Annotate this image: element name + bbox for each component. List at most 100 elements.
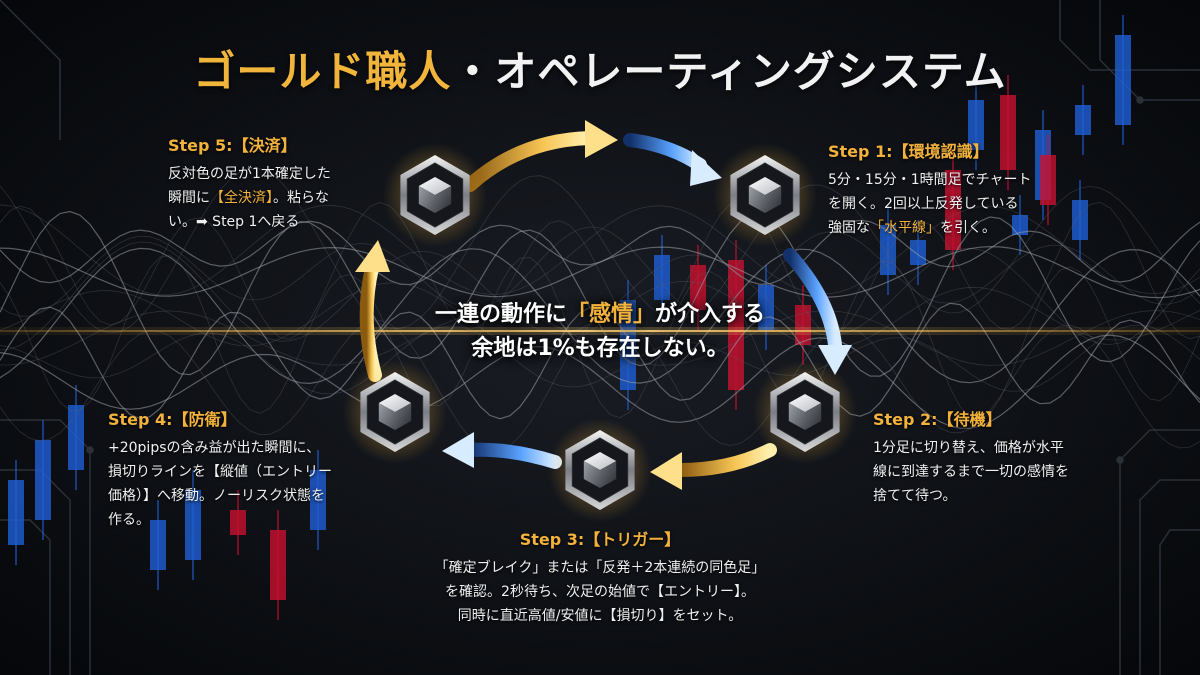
- step-4-heading: Step 4:【防衛】: [108, 410, 237, 429]
- cycle-nodes: [343, 143, 857, 522]
- title-separator: ・: [451, 47, 495, 96]
- step-3-line-1: 「確定ブレイク」または「反発＋2本連続の同色足」: [434, 560, 766, 576]
- arrow-head-icon: [442, 432, 474, 468]
- title-gold: ゴールド職人: [193, 47, 452, 96]
- candle-body: [968, 100, 984, 150]
- wave-line: [0, 311, 1200, 452]
- wave-line: [0, 167, 1200, 334]
- step-4: Step 4:【防衛】 +20pipsの含み益が出た瞬間に、 損切りラインを【縦…: [108, 406, 378, 532]
- page-title: ゴールド職人・オペレーティングシステム: [0, 38, 1200, 99]
- step-1-line-3-post: を引く。: [940, 220, 996, 236]
- step-5-highlight: 【全決済】: [210, 190, 273, 206]
- arrow-bottom-right: [673, 443, 777, 477]
- step-1-line-3-pre: 強固な: [828, 220, 870, 236]
- cube-node-icon: [753, 360, 857, 464]
- step-4-line-3: 価格）】へ移動。ノーリスク状態を: [108, 488, 325, 504]
- candle-body: [1040, 155, 1056, 205]
- candle-body: [8, 480, 24, 545]
- candle-body: [270, 530, 286, 600]
- arrow-head-icon: [355, 240, 390, 272]
- center-line-1: 一連の動作に「感情」が介入する: [390, 298, 810, 332]
- step-1: Step 1:【環境認識】 5分・15分・1時間足でチャート を開く。2回以上反…: [828, 138, 1088, 240]
- candle-body: [1012, 215, 1028, 235]
- cube-node-icon: [343, 360, 447, 464]
- candle-body: [1072, 200, 1088, 240]
- candle-body: [150, 520, 166, 570]
- candle-body: [230, 510, 246, 535]
- arrow-head-icon: [585, 120, 618, 158]
- cube-node-icon: [548, 418, 652, 522]
- step-3: Step 3:【トリガー】 「確定ブレイク」または「反発＋2本連続の同色足」 を…: [360, 526, 840, 628]
- step-4-line-4: 作る。: [108, 512, 150, 528]
- step-3-line-3: 同時に直近高値/安値に【損切り】をセット。: [457, 608, 743, 624]
- candle-body: [880, 225, 896, 275]
- cube-node-icon: [713, 143, 817, 247]
- wave-line: [0, 210, 1200, 377]
- center-line-1-post: が介入する: [655, 302, 766, 327]
- candle-body: [1115, 35, 1131, 125]
- step-2-line-2: 線に到達するまで一切の感情を: [873, 464, 1069, 480]
- center-highlight: 「感情」: [566, 302, 655, 327]
- step-5-line-2-post: 。粘らな: [273, 190, 329, 206]
- step-3-line-2: を確認。2秒待ち、次足の始値で【エントリー】。: [445, 584, 755, 600]
- center-message: 一連の動作に「感情」が介入する 余地は1%も存在しない。: [390, 298, 810, 366]
- cube-node-icon: [383, 143, 487, 247]
- step-1-heading: Step 1:【環境認識】: [828, 142, 989, 161]
- center-line-2: 余地は1%も存在しない。: [471, 336, 729, 361]
- arrow-head-icon: [818, 345, 852, 375]
- step-5-heading: Step 5:【決済】: [168, 136, 297, 155]
- candle-body: [185, 490, 201, 560]
- step-5-line-1: 反対色の足が1本確定した: [168, 166, 331, 182]
- wave-line: [0, 245, 1200, 299]
- step-5-line-3: い。➡ Step 1へ戻る: [168, 214, 300, 230]
- arrow-left: [359, 261, 382, 382]
- step-2-heading: Step 2:【待機】: [873, 410, 1002, 429]
- center-line-1-pre: 一連の動作に: [434, 302, 567, 327]
- wave-lines: [0, 167, 1200, 452]
- arrow-bottom-left: [463, 442, 562, 469]
- candle-body: [910, 240, 926, 265]
- candle-body: [690, 265, 706, 310]
- step-4-line-1: +20pipsの含み益が出た瞬間に、: [108, 440, 321, 456]
- title-white: オペレーティングシステム: [494, 47, 1007, 96]
- step-2-body: 1分足に切り替え、価格が水平 線に到達するまで一切の感情を 捨てて待つ。: [873, 436, 1143, 508]
- wave-line: [0, 204, 1200, 296]
- candle-body: [654, 255, 670, 300]
- candle-body: [620, 300, 636, 390]
- candlestick-chart-background: [8, 15, 1131, 620]
- candle-body: [310, 470, 326, 530]
- wave-line: [0, 302, 1200, 420]
- arrow-right: [783, 248, 842, 352]
- candle-body: [68, 405, 84, 470]
- wave-line: [0, 247, 1200, 385]
- step-5-line-2: 瞬間に【全決済】。粘らな: [168, 186, 398, 210]
- step-2-line-3: 捨てて待つ。: [873, 488, 957, 504]
- step-5: Step 5:【決済】 反対色の足が1本確定した 瞬間に【全決済】。粘らな い。…: [168, 132, 398, 234]
- step-2: Step 2:【待機】 1分足に切り替え、価格が水平 線に到達するまで一切の感情…: [873, 406, 1143, 508]
- wave-line: [0, 226, 1200, 319]
- candle-body: [1000, 95, 1016, 170]
- step-1-line-1: 5分・15分・1時間足でチャート: [828, 172, 1032, 188]
- horizontal-line-glow: [0, 327, 1200, 335]
- wave-line: [0, 334, 1200, 429]
- step-3-heading: Step 3:【トリガー】: [519, 530, 681, 549]
- candle-body: [945, 170, 961, 250]
- arrow-head-icon: [690, 150, 722, 186]
- step-1-body: 5分・15分・1時間足でチャート を開く。2回以上反発している 強固な「水平線」…: [828, 168, 1088, 240]
- arrow-head-icon: [650, 452, 682, 490]
- step-1-line-2: を開く。2回以上反発している: [828, 196, 1019, 212]
- candle-body: [1075, 105, 1091, 135]
- step-4-body: +20pipsの含み益が出た瞬間に、 損切りラインを【縦値（エントリー 価格）】…: [108, 436, 378, 532]
- step-4-line-2: 損切りラインを【縦値（エントリー: [108, 464, 332, 480]
- wave-line: [0, 255, 1200, 421]
- step-5-body: 反対色の足が1本確定した 瞬間に【全決済】。粘らな い。➡ Step 1へ戻る: [168, 162, 398, 234]
- step-1-line-3: 強固な「水平線」を引く。: [828, 216, 1088, 240]
- step-3-body: 「確定ブレイク」または「反発＋2本連続の同色足」 を確認。2秒待ち、次足の始値で…: [360, 556, 840, 628]
- wave-line: [0, 310, 1200, 366]
- candle-body: [35, 440, 51, 520]
- step-2-line-1: 1分足に切り替え、価格が水平: [873, 440, 1064, 456]
- wave-line: [0, 241, 1200, 351]
- step-5-line-2-pre: 瞬間に: [168, 190, 210, 206]
- step-1-highlight: 「水平線」: [870, 220, 940, 236]
